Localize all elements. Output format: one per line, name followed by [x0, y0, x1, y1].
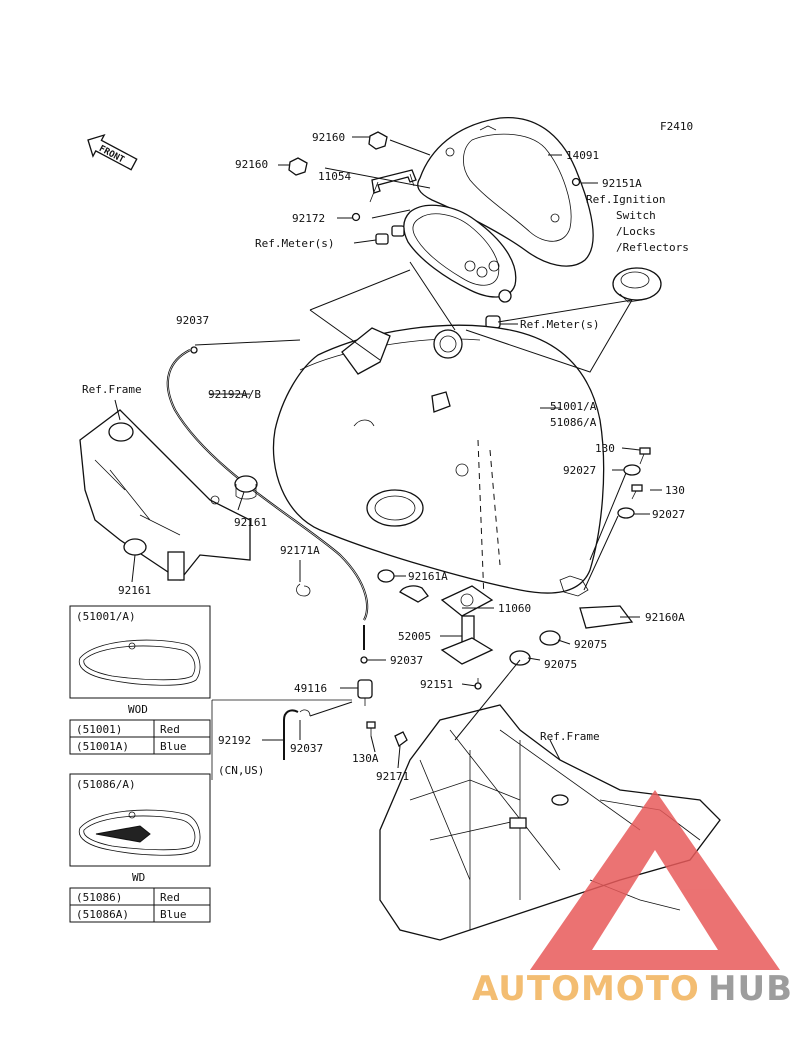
gasket-11060	[399, 585, 494, 617]
bracket-11054	[369, 169, 417, 203]
callout-92037-top: 92037	[176, 314, 209, 327]
callout-51086A: 51086/A	[550, 416, 597, 429]
callout-92151A: 92151A	[602, 177, 642, 190]
damper-92075-upper	[539, 630, 561, 646]
tank-emblem-icon	[95, 825, 151, 843]
ignition-switch	[612, 267, 662, 303]
callout-92160-left: 92160	[235, 158, 268, 171]
callout-11060: 11060	[498, 602, 531, 615]
wd-row1-part: (51086)	[76, 891, 122, 904]
damper-92075-lower	[509, 650, 531, 666]
hose-92192	[283, 709, 299, 760]
callout-49116: 49116	[294, 682, 327, 695]
meter-assembly	[403, 204, 517, 303]
callout-ref-ignition-4: /Reflectors	[616, 241, 689, 254]
callout-92075-upper: 92075	[574, 638, 607, 651]
frame-left	[79, 409, 251, 581]
watermark-brand-left: AUTOMOTO	[472, 969, 700, 1009]
callout-92160-top: 92160	[312, 131, 345, 144]
figure-code: F2410	[660, 120, 693, 133]
wod-row2-part: (51001A)	[76, 740, 129, 753]
grommet-92160-top	[368, 131, 388, 150]
callout-92151: 92151	[420, 678, 453, 691]
callout-92027-upper: 92027	[563, 464, 596, 477]
bolt-130-right	[631, 484, 643, 500]
wod-variant: WOD	[128, 703, 148, 716]
grommet-92160-left	[288, 157, 308, 176]
tank-silhouette-wod	[78, 639, 201, 686]
wd-row1-color: Red	[160, 891, 180, 904]
washer-92027-upper	[623, 464, 641, 476]
callout-92075-lower: 92075	[544, 658, 577, 671]
callout-11054: 11054	[318, 170, 351, 183]
callout-92171A: 92171A	[280, 544, 320, 557]
callout-ref-frame-left: Ref.Frame	[82, 383, 142, 396]
callout-92192: 92192	[218, 734, 251, 747]
washer-92027-right	[617, 507, 635, 519]
nut-92151A	[571, 177, 581, 187]
callout-51001A: 51001/A	[550, 400, 597, 413]
wod-row1-part: (51001)	[76, 723, 122, 736]
callout-92161-lower: 92161	[118, 584, 151, 597]
callout-130A: 130A	[352, 752, 379, 765]
callout-92027-right: 92027	[652, 508, 685, 521]
wod-row2-color: Blue	[160, 740, 187, 753]
front-arrow-icon: FRONT	[87, 133, 138, 171]
leader-lines	[114, 136, 662, 769]
filter-49116	[357, 679, 373, 706]
clip-92171A	[296, 583, 311, 597]
ref-dash-1	[477, 439, 485, 601]
callout-ref-ignition-1: Ref.Ignition	[586, 193, 665, 206]
wd-row2-part: (51086A)	[76, 908, 129, 921]
clip-92037-top	[190, 346, 198, 354]
strap-92160A	[579, 605, 634, 629]
callout-92192AB: 92192A/B	[208, 388, 261, 401]
table-wd: (51086/A) WD (51086) Red (51086A) Blue	[69, 773, 211, 923]
table-wod: (51001/A) WOD (51001) Red (51001A) Blue	[69, 605, 211, 755]
bolt-130A	[366, 721, 376, 736]
tank-silhouette-wd	[78, 809, 201, 856]
clip-92037-mid	[360, 656, 368, 664]
wd-variant: WD	[132, 871, 145, 884]
clip-92037-box	[299, 709, 311, 717]
callout-ref-frame-right: Ref.Frame	[540, 730, 600, 743]
nut-92172	[351, 212, 361, 222]
callout-14091: 14091	[566, 149, 599, 162]
callout-130-upper: 130	[595, 442, 615, 455]
grommet-92161-lower	[123, 538, 147, 556]
callout-92172: 92172	[292, 212, 325, 225]
wod-title: (51001/A)	[76, 610, 136, 623]
callout-52005: 52005	[398, 630, 431, 643]
callout-92161A: 92161A	[408, 570, 448, 583]
wod-row1-color: Red	[160, 723, 180, 736]
callout-ref-ignition-2: Switch	[616, 209, 656, 222]
callout-130-right: 130	[665, 484, 685, 497]
callout-labels: 92160 14091 92160 11054 92151A Ref.Ignit…	[82, 131, 689, 783]
wd-row2-color: Blue	[160, 908, 187, 921]
watermark-brand-right: HUB	[708, 969, 793, 1009]
callout-92171: 92171	[376, 770, 409, 783]
damper-92161A	[377, 569, 395, 583]
watermark-logo: AUTOMOTO HUB	[472, 790, 793, 1009]
frame-right	[379, 704, 721, 941]
ref-dash-2	[489, 449, 501, 566]
pump-52005	[440, 615, 494, 665]
wd-title: (51086/A)	[76, 778, 136, 791]
grommet-meter-pair	[375, 225, 405, 245]
callout-cn-us: (CN,US)	[218, 764, 264, 777]
callout-92160A: 92160A	[645, 611, 685, 624]
grommet-92161-upper	[210, 475, 258, 505]
watermark-triangle-icon	[530, 790, 780, 970]
callout-92037-box: 92037	[290, 742, 323, 755]
callout-92037-mid: 92037	[390, 654, 423, 667]
callout-ref-ignition-3: /Locks	[616, 225, 656, 238]
callout-ref-meter-lower: Ref.Meter(s)	[520, 318, 599, 331]
callout-92161-upper: 92161	[234, 516, 267, 529]
callout-ref-meter-upper: Ref.Meter(s)	[255, 237, 334, 250]
clip-92171	[394, 731, 408, 748]
bolt-130-upper	[639, 447, 651, 465]
fuel-tank	[272, 324, 605, 597]
